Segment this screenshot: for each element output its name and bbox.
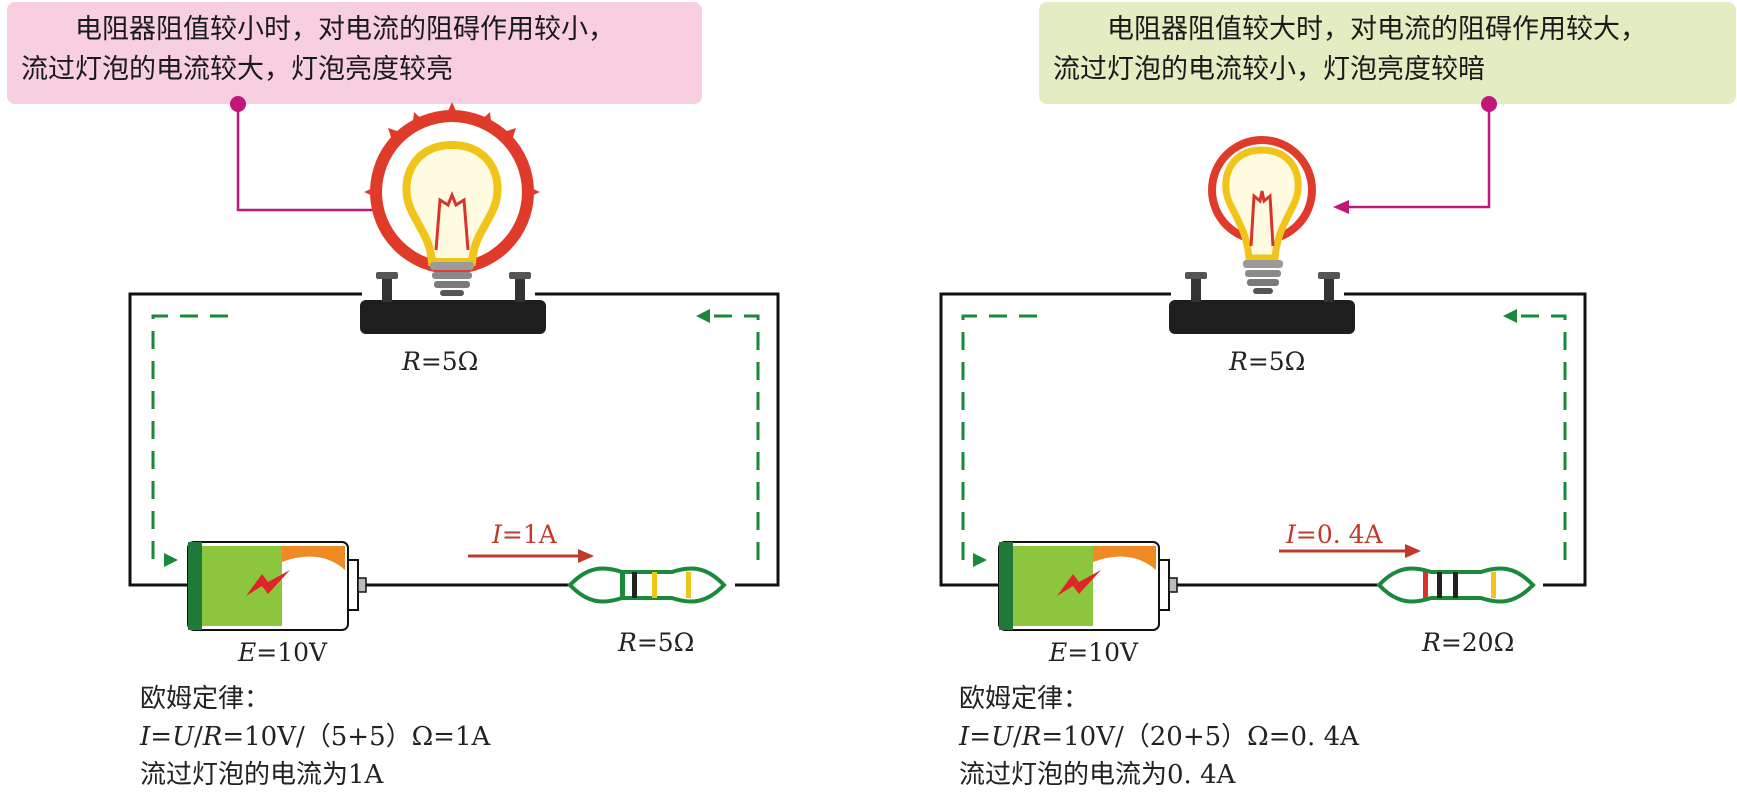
- callout-line-2: 流过灯泡的电流较大，灯泡亮度较亮: [21, 54, 453, 85]
- left-circuit-panel: 电阻器阻值较小时，对电流的阻碍作用较小， 流过灯泡的电流较大，灯泡亮度较亮: [0, 0, 868, 793]
- circuit-wires: [939, 292, 1587, 587]
- callout-pointer: [230, 96, 392, 217]
- lamp-holder: [360, 272, 546, 334]
- callout-pointer: [1333, 96, 1497, 214]
- right-circuit-panel: 电阻器阻值较大时，对电流的阻碍作用较大， 流过灯泡的电流较小，灯泡亮度较暗: [869, 0, 1737, 793]
- resistor-icon: [1376, 566, 1536, 604]
- battery-emf-label: E=10V: [238, 638, 328, 667]
- current-arrow: [468, 549, 594, 563]
- lamp-holder: [1169, 272, 1355, 334]
- circuit-wires: [128, 292, 780, 587]
- ohms-law-formula: 欧姆定律： I=U/R=10V/（20+5）Ω=0. 4A 流过灯泡的电流为0.…: [959, 680, 1359, 794]
- resistor-icon: [567, 566, 727, 604]
- formula-equation: I=U/R=10V/（5+5）Ω=1A: [140, 722, 491, 752]
- left-circuit-diagram: [128, 96, 780, 631]
- right-circuit-diagram: [939, 96, 1587, 631]
- current-label: I=1A: [492, 520, 557, 549]
- battery-icon: [998, 541, 1178, 631]
- ohms-law-formula: 欧姆定律： I=U/R=10V/（5+5）Ω=1A 流过灯泡的电流为1A: [140, 680, 490, 794]
- bright-bulb-callout: 电阻器阻值较小时，对电流的阻碍作用较小， 流过灯泡的电流较大，灯泡亮度较亮: [7, 2, 702, 104]
- callout-line-1: 电阻器阻值较小时，对电流的阻碍作用较小，: [75, 14, 615, 45]
- current-flow-arrows: [151, 314, 760, 562]
- formula-result: 流过灯泡的电流为1A: [140, 760, 384, 790]
- formula-title: 欧姆定律：: [959, 684, 1090, 714]
- formula-result: 流过灯泡的电流为0. 4A: [959, 760, 1236, 790]
- battery-icon: [187, 541, 367, 631]
- bright-bulb-icon: [364, 102, 540, 296]
- resistor-label: R=5Ω: [618, 628, 695, 657]
- lamp-resistance-label: R=5Ω: [1229, 347, 1306, 376]
- resistor-label: R=20Ω: [1422, 628, 1515, 657]
- formula-title: 欧姆定律：: [140, 684, 271, 714]
- lamp-resistance-label: R=5Ω: [402, 347, 479, 376]
- battery-emf-label: E=10V: [1049, 638, 1139, 667]
- callout-line-2: 流过灯泡的电流较小，灯泡亮度较暗: [1053, 54, 1485, 85]
- formula-equation: I=U/R=10V/（20+5）Ω=0. 4A: [959, 722, 1359, 752]
- current-arrow: [1279, 544, 1421, 558]
- current-label: I=0. 4A: [1286, 520, 1383, 549]
- dim-bulb-icon: [1208, 136, 1316, 294]
- current-flow-arrows: [961, 314, 1567, 562]
- dim-bulb-callout: 电阻器阻值较大时，对电流的阻碍作用较大， 流过灯泡的电流较小，灯泡亮度较暗: [1039, 2, 1736, 104]
- callout-line-1: 电阻器阻值较大时，对电流的阻碍作用较大，: [1107, 14, 1647, 45]
